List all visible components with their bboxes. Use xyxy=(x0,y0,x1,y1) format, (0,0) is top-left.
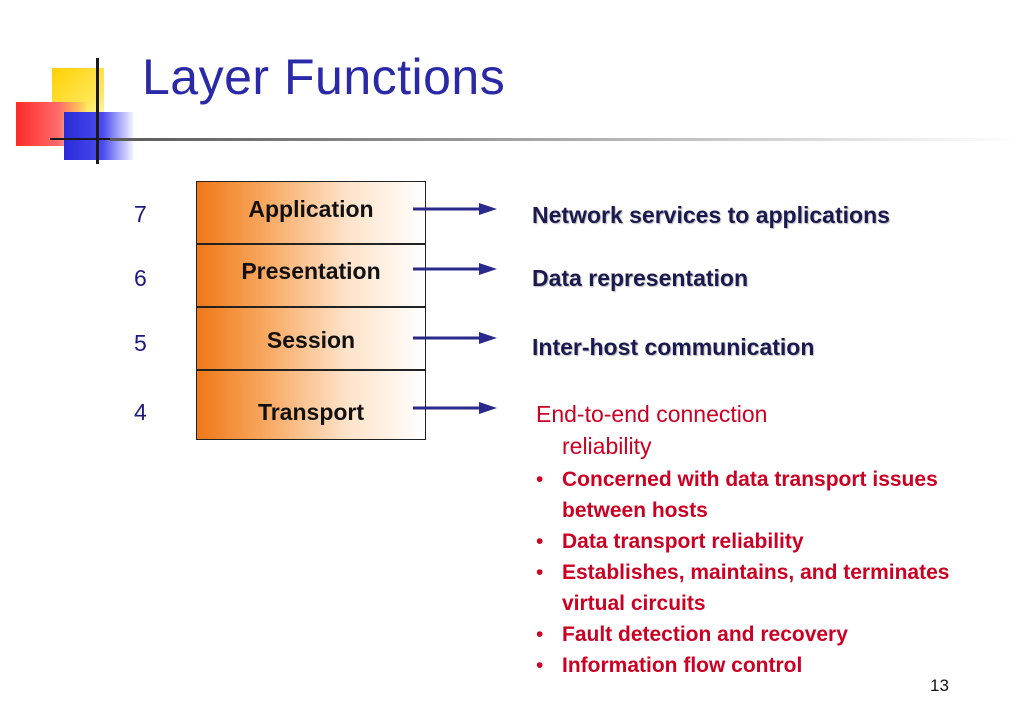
bullet-text: Fault detection and recovery xyxy=(562,623,848,646)
title-underline-rule xyxy=(110,138,1023,141)
layer-box-session: Session xyxy=(196,307,426,370)
arrow-right-icon xyxy=(413,203,497,215)
transport-bullet-list: • Concerned with data transport issues be… xyxy=(536,464,976,681)
page-number: 13 xyxy=(930,676,949,695)
layer-number: 5 xyxy=(134,330,147,356)
bullet-text: Concerned with data transport issues bet… xyxy=(562,468,938,522)
list-item: • Data transport reliability xyxy=(536,526,976,557)
arrow-right-icon xyxy=(413,263,497,275)
layer-number: 4 xyxy=(134,399,147,425)
bullet-text: Establishes, maintains, and terminates v… xyxy=(562,561,950,615)
layer-function: Network services to applications xyxy=(532,202,890,228)
layer-label: Session xyxy=(266,327,356,353)
list-item: • Concerned with data transport issues be… xyxy=(536,464,976,526)
bullet-text: Information flow control xyxy=(562,654,803,677)
layer-function: Inter-host communication xyxy=(532,334,815,360)
blue-square-decoration xyxy=(64,112,134,160)
bullet-icon: • xyxy=(536,561,544,584)
transport-heading-line: End-to-end connection xyxy=(536,401,768,427)
list-item: • Establishes, maintains, and terminates … xyxy=(536,557,976,619)
layer-label: Application xyxy=(248,196,374,222)
list-item: • Fault detection and recovery xyxy=(536,619,976,650)
bullet-icon: • xyxy=(536,654,544,677)
arrow-right-icon xyxy=(413,402,497,414)
slide-logo-decoration xyxy=(10,58,150,168)
transport-function-detail: End-to-end connection reliability • Conce… xyxy=(536,398,976,681)
layer-box-presentation: Presentation xyxy=(196,244,426,307)
layer-label: Presentation xyxy=(241,258,381,284)
arrow-right-icon xyxy=(413,332,497,344)
layer-number: 6 xyxy=(134,265,147,291)
layer-function: Data representation xyxy=(532,265,749,291)
transport-heading: End-to-end connection reliability xyxy=(536,398,976,462)
list-item: • Information flow control xyxy=(536,650,976,681)
bullet-text: Data transport reliability xyxy=(562,530,804,553)
vertical-line-decoration xyxy=(96,58,99,164)
bullet-icon: • xyxy=(536,468,544,491)
transport-heading-line: reliability xyxy=(562,433,652,459)
bullet-icon: • xyxy=(536,530,544,553)
layer-box-application: Application xyxy=(196,181,426,244)
layer-box-transport: Transport xyxy=(196,370,426,440)
bullet-icon: • xyxy=(536,623,544,646)
layer-number: 7 xyxy=(134,201,147,227)
layer-label: Transport xyxy=(257,399,365,425)
horizontal-line-decoration xyxy=(50,138,145,140)
slide-title: Layer Functions xyxy=(142,49,506,105)
